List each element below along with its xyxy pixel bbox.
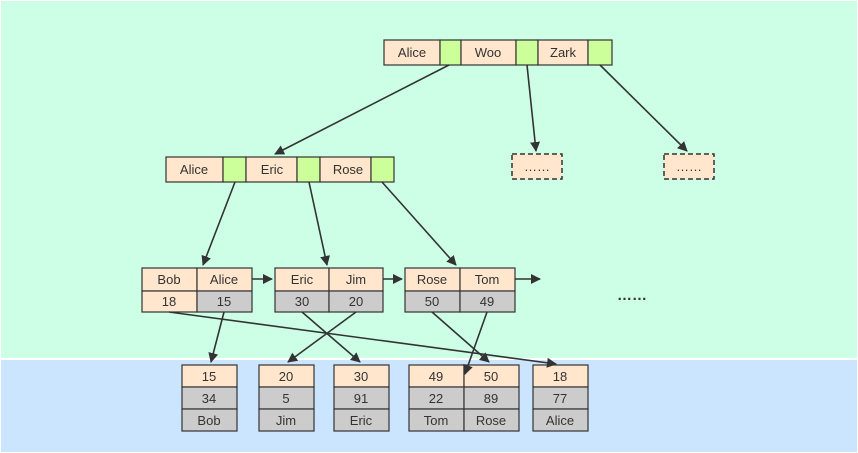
row5-name: Alice: [546, 413, 574, 428]
data-row-5: 18 77 Alice: [532, 364, 589, 432]
leaf2-value-2: 20: [349, 294, 363, 309]
root-key-2: Woo: [475, 45, 502, 60]
data-row-2: 20 5 Jim: [258, 364, 315, 432]
ptr-50: [431, 311, 490, 363]
ptr-49: [463, 311, 488, 375]
leaf1-value-1: 18: [162, 294, 176, 309]
edge-level2-to-leaf-3: [381, 181, 457, 266]
row1-id: 15: [202, 369, 216, 384]
row4b-age: 89: [484, 391, 498, 406]
leaf2-key-1: Eric: [291, 272, 314, 287]
data-row-4: 49 22 Tom 50 89 Rose: [408, 364, 520, 432]
placeholder-text-1: ……: [524, 159, 550, 174]
leaf2-key-2: Jim: [346, 272, 366, 287]
row4b-id: 50: [484, 369, 498, 384]
leaf3-value-1: 50: [425, 294, 439, 309]
edge-level2-to-leaf-1: [201, 181, 236, 266]
edge-root-to-placeholder-2: [599, 64, 688, 152]
leaf-node-3: Rose Tom 50 49: [404, 267, 516, 313]
tree-edges: [201, 64, 688, 266]
level2-node: Alice Eric Rose: [165, 156, 395, 183]
leaf1-value-2: 15: [217, 294, 231, 309]
edge-level2-to-leaf-2: [308, 181, 330, 266]
more-leaves-ellipsis: ……: [617, 287, 647, 304]
row4a-age: 22: [429, 391, 443, 406]
leaf2-value-1: 30: [295, 294, 309, 309]
ptr-30: [301, 311, 361, 363]
data-row-1: 15 34 Bob: [181, 364, 238, 432]
placeholder-text-2: ……: [676, 159, 702, 174]
placeholder-node-1: ……: [511, 153, 563, 180]
root-node: Alice Woo Zark: [383, 39, 613, 66]
row-pointers: [168, 311, 557, 375]
leaf1-key-2: Alice: [210, 272, 238, 287]
row1-name: Bob: [197, 413, 220, 428]
placeholder-node-2: ……: [663, 153, 715, 180]
level2-key-3: Rose: [333, 162, 363, 177]
row2-id: 20: [279, 369, 293, 384]
root-key-1: Alice: [398, 45, 426, 60]
ptr-18: [168, 311, 557, 368]
leaf-node-1: Bob Alice 18 15: [141, 267, 253, 313]
row3-id: 30: [354, 369, 368, 384]
row4a-id: 49: [429, 369, 443, 384]
root-key-3: Zark: [550, 45, 577, 60]
edge-root-to-placeholder-1: [526, 64, 541, 152]
leaf3-value-2: 49: [480, 294, 494, 309]
leaf1-key-1: Bob: [157, 272, 180, 287]
edge-root-to-level2: [274, 64, 450, 155]
row5-age: 77: [553, 391, 567, 406]
leaf3-key-2: Tom: [475, 272, 500, 287]
row5-id: 18: [553, 369, 567, 384]
ptr-15: [208, 311, 225, 363]
row4b-name: Rose: [476, 413, 506, 428]
row2-name: Jim: [276, 413, 296, 428]
ptr-20: [287, 311, 357, 363]
data-row-3: 30 91 Eric: [333, 364, 390, 432]
level2-key-2: Eric: [261, 162, 284, 177]
level2-key-1: Alice: [180, 162, 208, 177]
leaf3-key-1: Rose: [417, 272, 447, 287]
leaf-node-2: Eric Jim 30 20: [274, 267, 384, 313]
row1-age: 34: [202, 391, 216, 406]
row2-age: 5: [282, 391, 289, 406]
row3-name: Eric: [350, 413, 373, 428]
row3-age: 91: [354, 391, 368, 406]
row4a-name: Tom: [424, 413, 449, 428]
